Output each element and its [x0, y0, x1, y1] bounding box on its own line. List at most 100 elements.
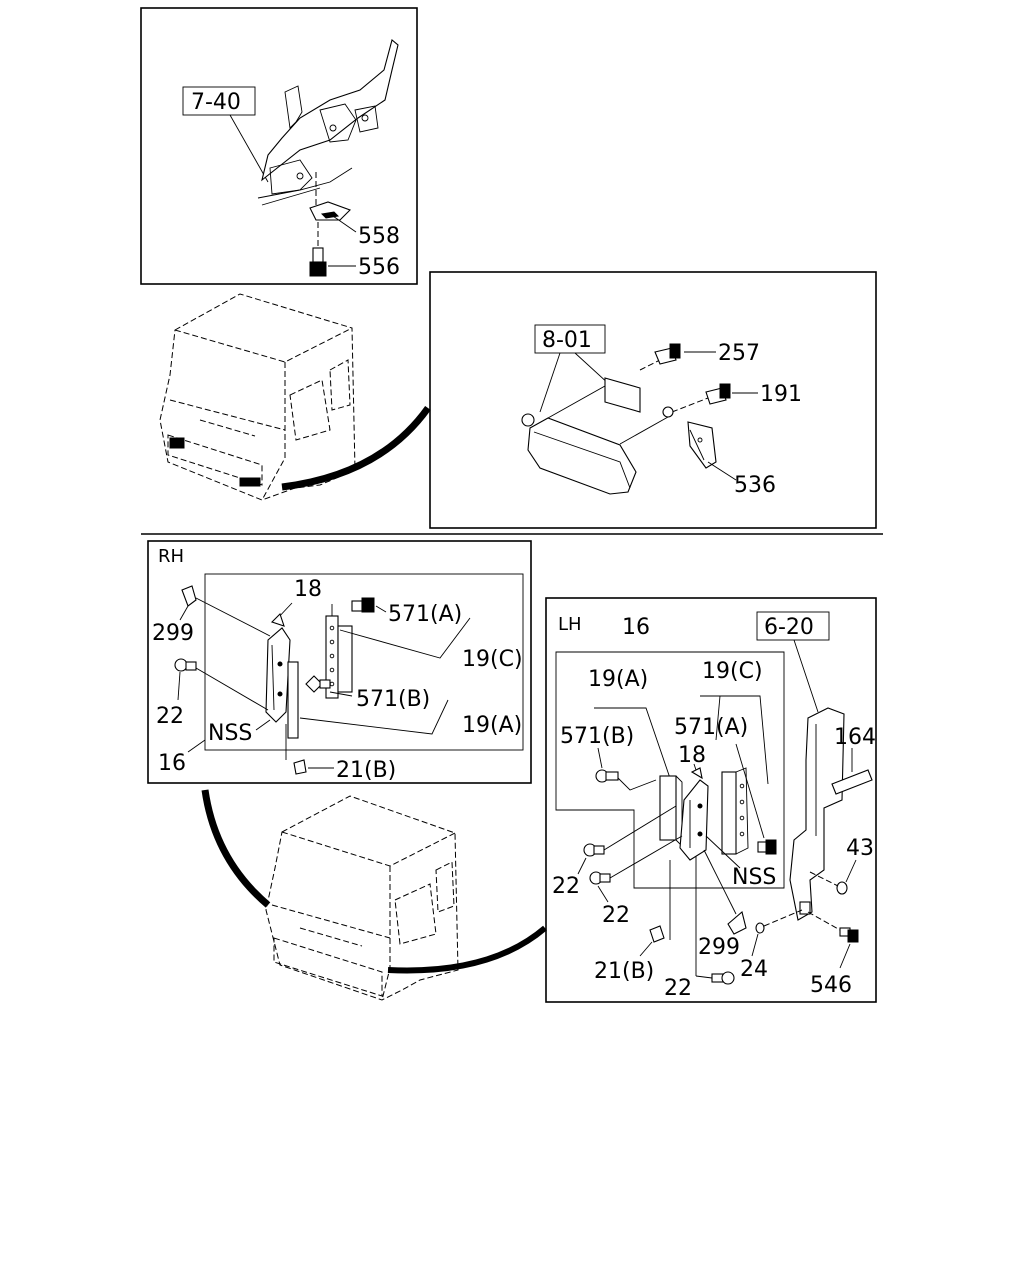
bracket-536[interactable] [687, 421, 717, 469]
screw-571a-rh[interactable] [351, 597, 375, 613]
screw-22-rh[interactable] [174, 658, 197, 672]
leader-22-lh-a-axis [603, 805, 677, 851]
label-536: 536 [734, 473, 776, 498]
label-257: 257 [718, 341, 760, 366]
panel-lh-frame [545, 597, 877, 1003]
lamp-assembly[interactable] [521, 377, 641, 495]
leader-16-rh [187, 739, 206, 753]
leader-6-20 [793, 639, 819, 713]
axis-line-191 [671, 397, 709, 413]
panel-top-right-frame [429, 271, 877, 529]
screw-22-lh-c[interactable] [711, 971, 735, 985]
strip-164[interactable] [831, 769, 873, 795]
label-19c-lh: 19(C) [702, 659, 763, 684]
label-299-rh: 299 [152, 621, 194, 646]
panel-rh-title: RH [158, 546, 184, 567]
leader-571b-rh [329, 691, 353, 697]
leader-299-rh [179, 605, 189, 621]
leader-21b-lh [639, 941, 653, 957]
part-299-rh[interactable] [181, 585, 197, 607]
leader-22-lh-b-axis [609, 835, 683, 879]
label-164: 164 [834, 725, 876, 750]
label-nss-rh: NSS [208, 721, 252, 746]
axis-line-43 [809, 871, 839, 887]
bolt-546[interactable] [839, 927, 859, 943]
leader-22-lh-c-axis-b [695, 975, 713, 979]
bolt-556[interactable] [309, 247, 327, 277]
ref-label-8-01: 8-01 [542, 328, 592, 353]
panel-rh-inner-frame [204, 573, 524, 751]
leader-546 [839, 943, 851, 969]
label-24: 24 [740, 957, 768, 982]
panel-lh-inner-frame [555, 651, 785, 889]
leader-18-lh [693, 763, 697, 771]
leader-19c-rh [339, 617, 471, 659]
label-19a-lh: 19(A) [588, 667, 648, 692]
leader-8-01-b [574, 352, 611, 386]
leader-299-lh-axis [703, 849, 737, 915]
screw-571b-rh[interactable] [305, 675, 331, 693]
gasket-19a-rh[interactable] [287, 661, 299, 739]
leader-22-rh-b [195, 667, 269, 711]
label-18-lh: 18 [678, 743, 706, 768]
leader-19a-rh [299, 699, 449, 735]
leader-571b-lh [617, 777, 657, 791]
ref-label-7-40: 7-40 [191, 90, 241, 115]
leader-571b-lh-label [597, 747, 603, 769]
screw-22-lh-b[interactable] [589, 871, 611, 885]
part-18-rh[interactable] [270, 612, 285, 627]
grommet-43[interactable] [836, 881, 848, 895]
bracket-assembly [257, 39, 399, 206]
lamp-body-rh[interactable] [265, 627, 291, 723]
leader-299-rh-b [195, 597, 271, 637]
callout-arc-lh [387, 925, 547, 974]
leader-22-rh [177, 671, 181, 701]
screw-571a-lh[interactable] [757, 839, 777, 855]
label-22-lh-a: 22 [552, 874, 580, 899]
ref-box-7-40[interactable] [182, 86, 256, 116]
label-22-lh-c: 22 [664, 976, 692, 1001]
clip-21b-rh[interactable] [293, 759, 307, 775]
label-571a-lh: 571(A) [674, 715, 748, 740]
panel-top-right: 8-01 257 191 536 [429, 271, 877, 529]
leader-536 [707, 461, 737, 481]
screw-571b-lh[interactable] [595, 769, 619, 783]
label-546: 546 [810, 973, 852, 998]
leader-8-01-a [539, 352, 561, 413]
lamp-body-lh[interactable] [679, 779, 709, 861]
leader-7-40 [229, 114, 269, 183]
leader-22-lh-b [597, 885, 609, 903]
part-18-lh[interactable] [690, 767, 703, 780]
body-panel-6-20[interactable] [789, 707, 845, 921]
leader-nss-lh [705, 835, 741, 869]
panel-lh: LH 16 6-20 164 43 19(A) 571(B) 19(C) 571… [545, 597, 877, 1003]
leader-43 [845, 859, 857, 883]
ref-box-6-20[interactable] [756, 611, 830, 641]
gasket-19a-lh[interactable] [659, 775, 677, 841]
washer [662, 406, 674, 418]
leader-nss-rh [255, 719, 271, 731]
grommet-24[interactable] [755, 922, 765, 934]
leader-571a-rh [375, 605, 387, 613]
label-19a-rh: 19(A) [462, 713, 522, 738]
leader-558 [329, 213, 357, 233]
axis-line-24 [763, 909, 803, 927]
bolt-191[interactable] [705, 383, 731, 405]
clip-21b-lh[interactable] [649, 925, 665, 943]
strip-19c-rh-face [337, 625, 353, 693]
axis-line-546 [807, 911, 841, 931]
label-571a-rh: 571(A) [388, 602, 462, 627]
part-299-lh[interactable] [727, 911, 747, 935]
panel-lh-title: LH [558, 614, 582, 635]
label-191: 191 [760, 382, 802, 407]
strip-19c-lh[interactable] [721, 771, 737, 855]
panel-rh-frame [147, 540, 532, 784]
bolt-257[interactable] [654, 343, 681, 365]
label-571b-rh: 571(B) [356, 687, 430, 712]
label-22-rh: 22 [156, 704, 184, 729]
cab-illustration-top [159, 293, 356, 501]
ref-box-8-01[interactable] [534, 324, 606, 354]
screw-22-lh-a[interactable] [583, 843, 605, 857]
label-19c-rh: 19(C) [462, 647, 523, 672]
